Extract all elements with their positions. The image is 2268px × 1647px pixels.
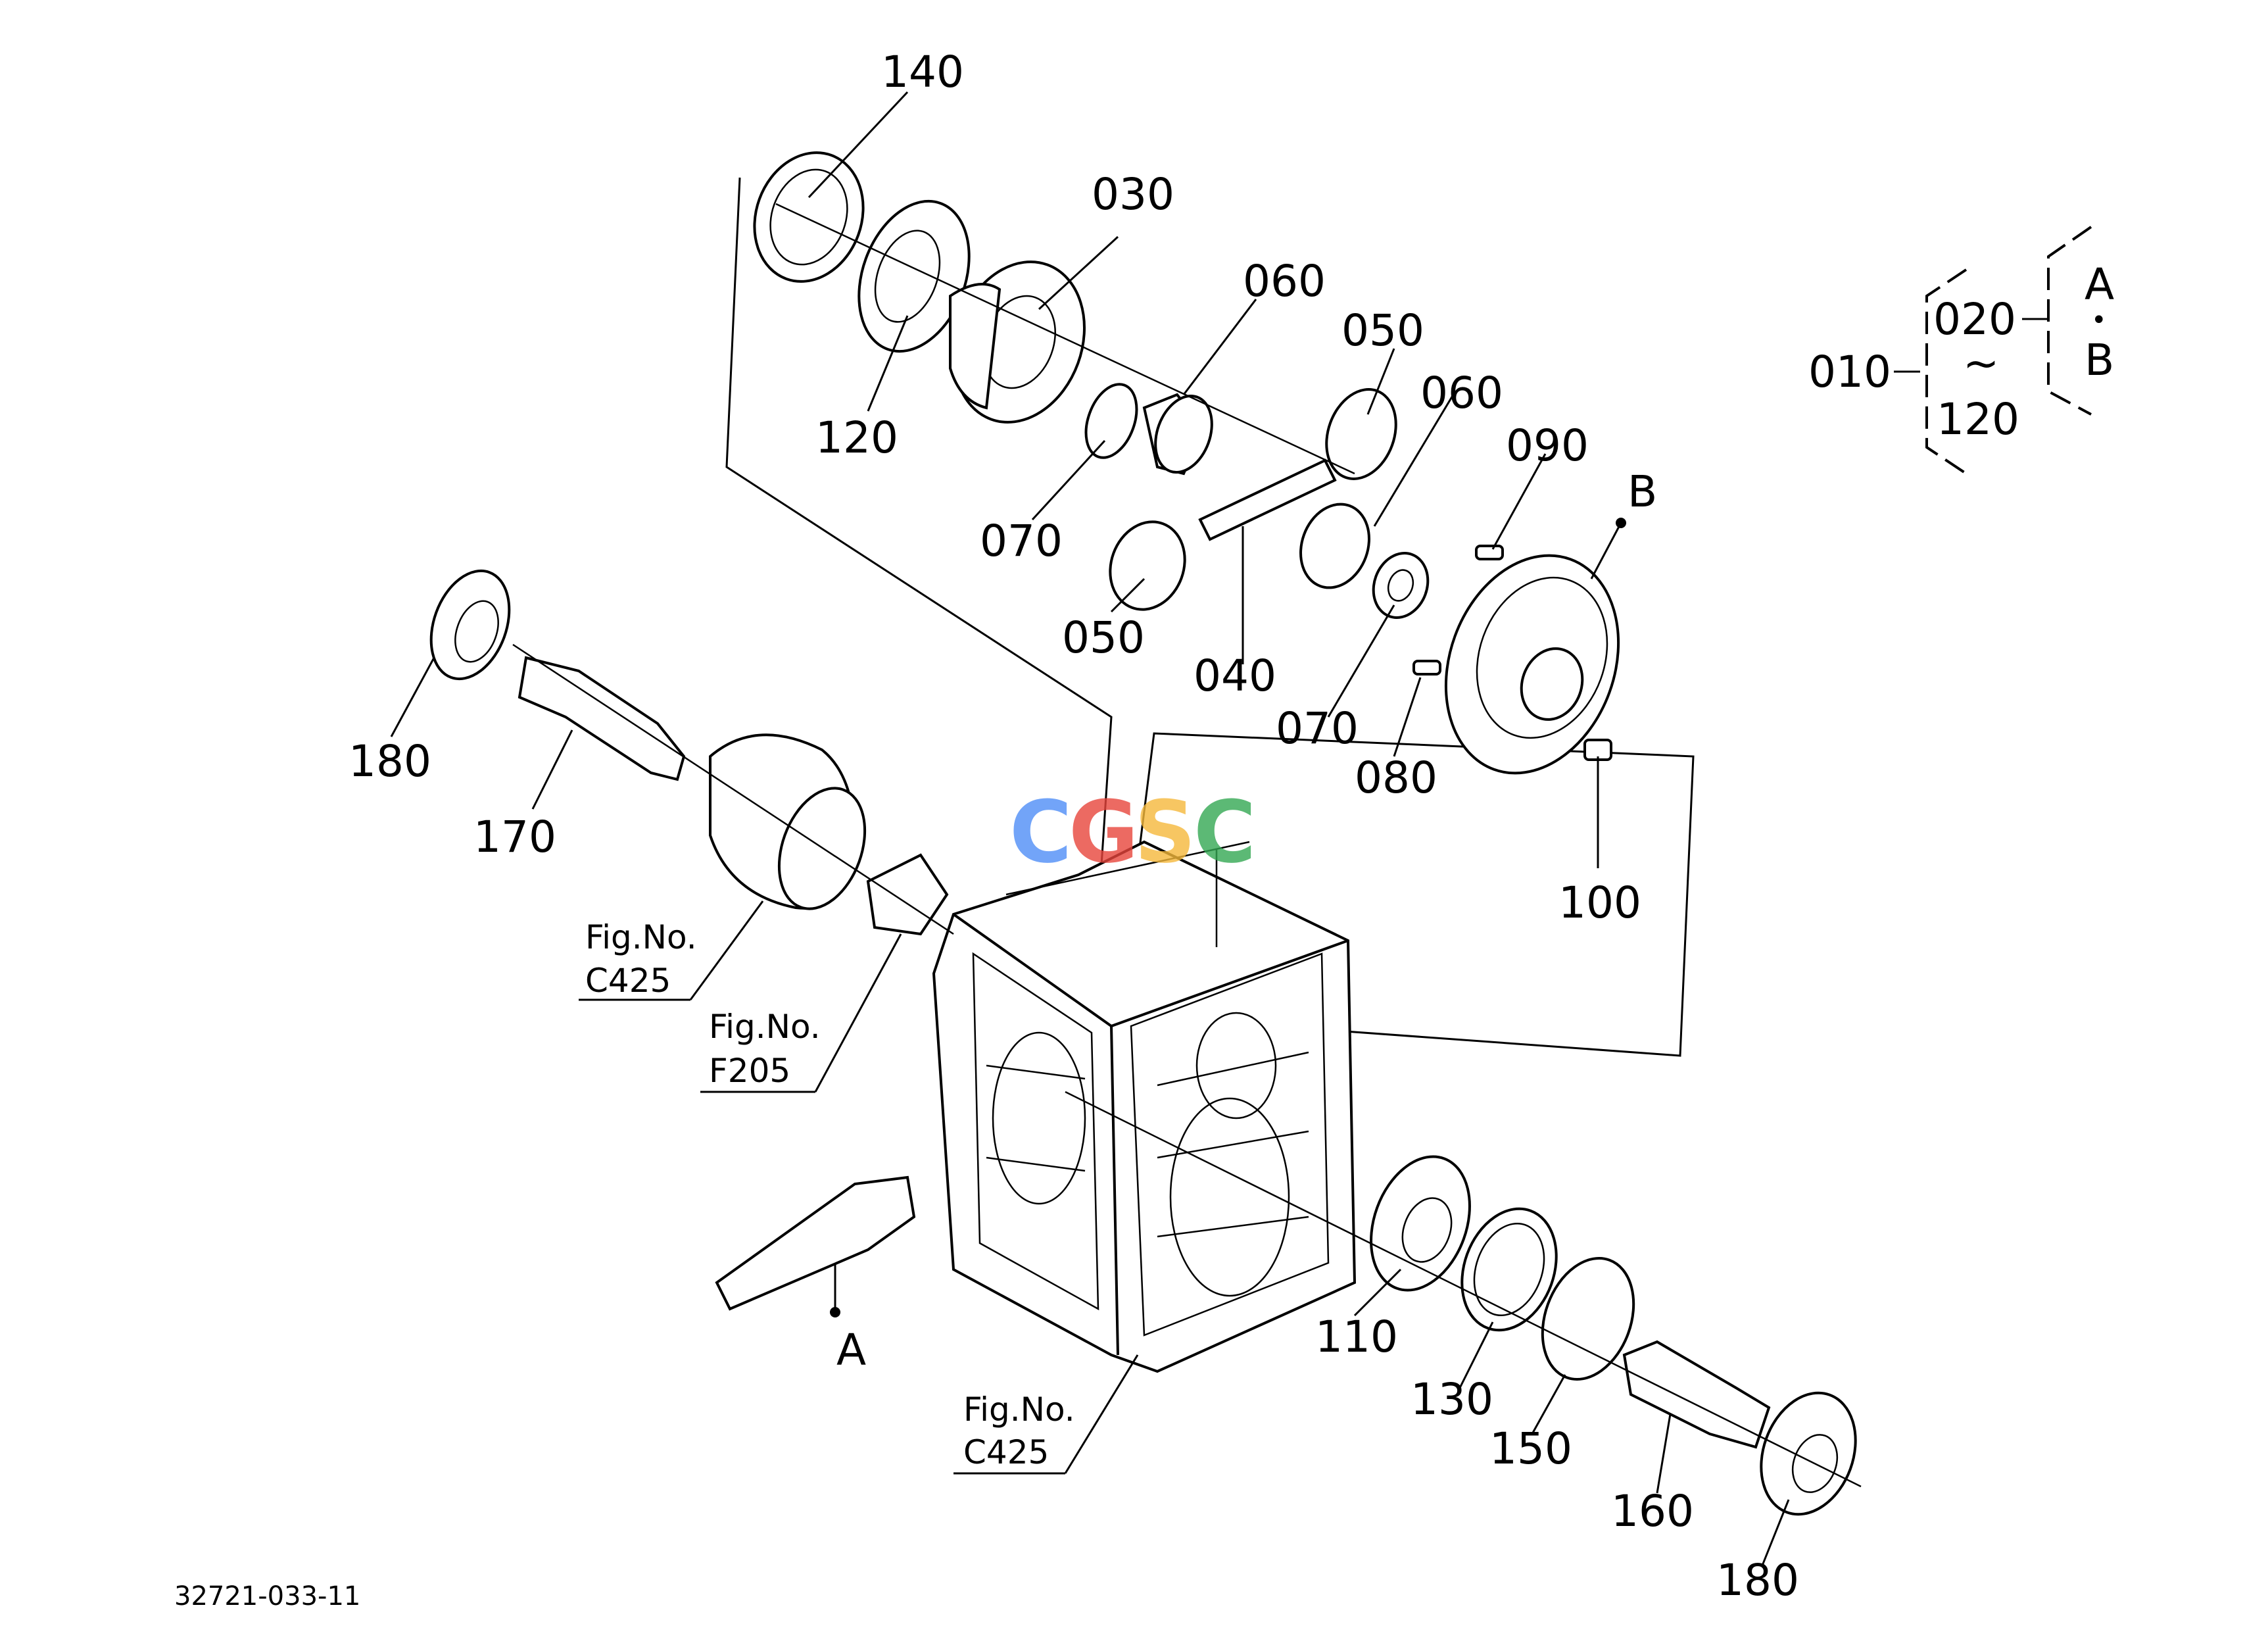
washer-070-bottom <box>1372 552 1430 619</box>
washer-070-top <box>1084 383 1138 459</box>
fig-ref-c425-upper-code: C425 <box>585 962 671 1000</box>
ring-gear-b <box>1444 554 1620 775</box>
marker-dot-a <box>830 1307 840 1317</box>
fig-ref-c425-upper-title: Fig.No. <box>585 918 697 956</box>
label-060-top: 060 <box>1243 256 1326 307</box>
label-030: 030 <box>1092 169 1174 220</box>
shim-140 <box>753 151 865 283</box>
assembly-legend: 010 020 ~ 120 A • B <box>1808 226 2114 475</box>
pin-080 <box>1412 660 1441 676</box>
pinion-060-top <box>1142 393 1213 476</box>
pinion-060-right <box>1299 503 1370 589</box>
diagram-code: 32721-033-11 <box>174 1581 360 1611</box>
legend-range-start: 020 <box>1933 294 2016 345</box>
side-gear-050-bottom <box>1109 520 1186 611</box>
label-130: 130 <box>1411 1374 1493 1425</box>
axis-line-left <box>512 643 954 935</box>
bearing-180-right <box>1760 1391 1857 1516</box>
fig-ref-c425-lower-title: Fig.No. <box>963 1390 1075 1429</box>
legend-ref-dot: • <box>2091 305 2107 335</box>
assembly-boundary-outline <box>725 177 1695 1057</box>
legend-assembly: 010 <box>1808 347 1891 397</box>
fig-ref-f205-title: Fig.No. <box>709 1008 821 1046</box>
label-100: 100 <box>1558 877 1641 928</box>
label-170: 170 <box>473 812 556 862</box>
label-090: 090 <box>1506 420 1589 471</box>
marker-b: B <box>1628 466 1657 517</box>
bearing-180-left <box>429 569 511 681</box>
axis-line-diff <box>775 203 1355 475</box>
fig-ref-f205-code: F205 <box>709 1052 790 1090</box>
shaft-a <box>715 1175 916 1311</box>
label-040: 040 <box>1194 651 1276 701</box>
legend-range-sep: ~ <box>1963 338 1999 389</box>
shaft-170 <box>518 656 686 781</box>
watermark-letter-s: S <box>1134 782 1196 882</box>
label-050-bottom: 050 <box>1062 612 1145 663</box>
transmission-case <box>932 840 1357 1373</box>
label-050-top: 050 <box>1341 305 1424 356</box>
watermark-letter-c2: C <box>1194 782 1256 882</box>
shaft-160 <box>1622 1340 1771 1449</box>
label-150: 150 <box>1489 1423 1572 1474</box>
label-160: 160 <box>1611 1486 1694 1536</box>
label-120: 120 <box>815 412 898 463</box>
fig-ref-c425-lower-code: C425 <box>963 1433 1049 1471</box>
watermark-letter-g: G <box>1069 782 1139 882</box>
label-110: 110 <box>1315 1312 1398 1362</box>
legend-ref-b: B <box>2085 335 2114 385</box>
pin-090 <box>1475 545 1504 560</box>
watermark: C G S C <box>1009 782 1256 882</box>
watermark-letter-c: C <box>1009 782 1072 882</box>
label-180-left: 180 <box>349 736 431 787</box>
bearing-110 <box>1370 1155 1471 1292</box>
label-070-top: 070 <box>980 516 1063 566</box>
leader-lines <box>390 91 1790 1566</box>
label-080: 080 <box>1355 752 1437 803</box>
marker-a: A <box>836 1325 866 1375</box>
marker-dot-b <box>1616 518 1626 528</box>
hub-c425-upper <box>709 733 867 910</box>
coupler-f205 <box>866 853 949 936</box>
label-060-right: 060 <box>1420 368 1503 418</box>
pinion-shaft-040 <box>1198 458 1337 541</box>
circlip-150 <box>1541 1257 1635 1381</box>
label-140: 140 <box>881 47 964 97</box>
legend-ref-a: A <box>2085 259 2114 310</box>
legend-range-end: 120 <box>1937 394 2019 445</box>
label-070-bottom: 070 <box>1276 703 1359 754</box>
label-180-right: 180 <box>1716 1555 1799 1606</box>
axis-line-right <box>1065 1091 1862 1488</box>
